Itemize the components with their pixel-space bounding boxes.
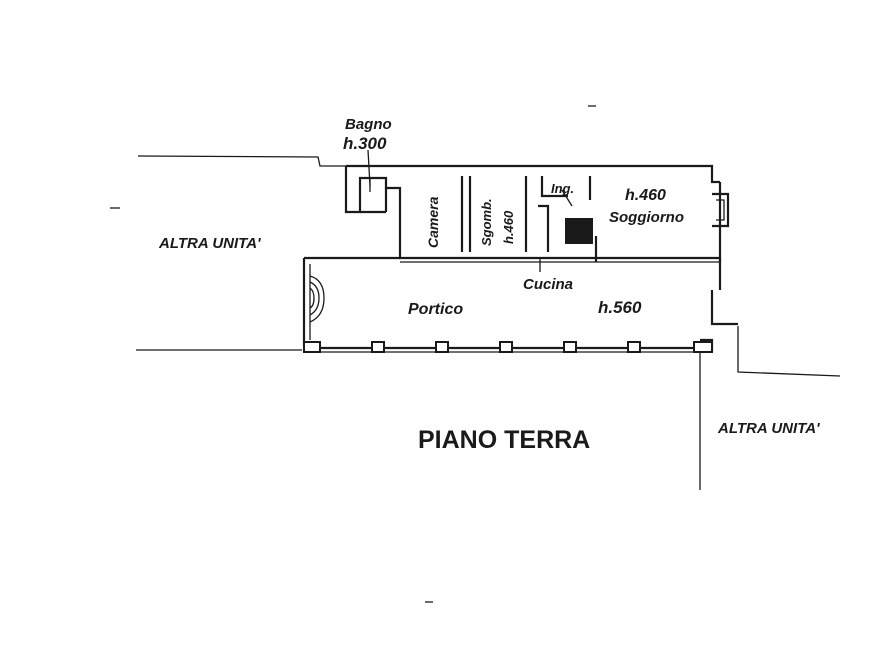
room-label-ripostiglio: Sgomb. (479, 198, 494, 246)
room-height-soggiorno: h.460 (625, 187, 666, 204)
room-height-ripostiglio: h.460 (501, 210, 516, 244)
room-label-cucina: Cucina (523, 276, 573, 293)
leader-lines (367, 149, 573, 272)
floor-title: PIANO TERRA (418, 426, 590, 454)
room-label-bagno: Bagno (345, 116, 392, 133)
neighbor-label-left: ALTRA UNITA' (158, 235, 261, 252)
scan-marks (110, 105, 596, 603)
room-label-ingresso: Ing. (551, 181, 574, 196)
portico (302, 256, 738, 353)
room-label-camera: Camera (425, 196, 441, 248)
room-height-bagno: h.300 (343, 134, 387, 153)
neighbor-label-right: ALTRA UNITA' (717, 420, 820, 437)
rooms-block (344, 164, 730, 290)
room-height-portico: h.560 (598, 298, 642, 317)
room-label-portico: Portico (408, 301, 463, 318)
room-label-soggiorno: Soggiorno (609, 209, 684, 226)
property-boundary (136, 155, 841, 490)
